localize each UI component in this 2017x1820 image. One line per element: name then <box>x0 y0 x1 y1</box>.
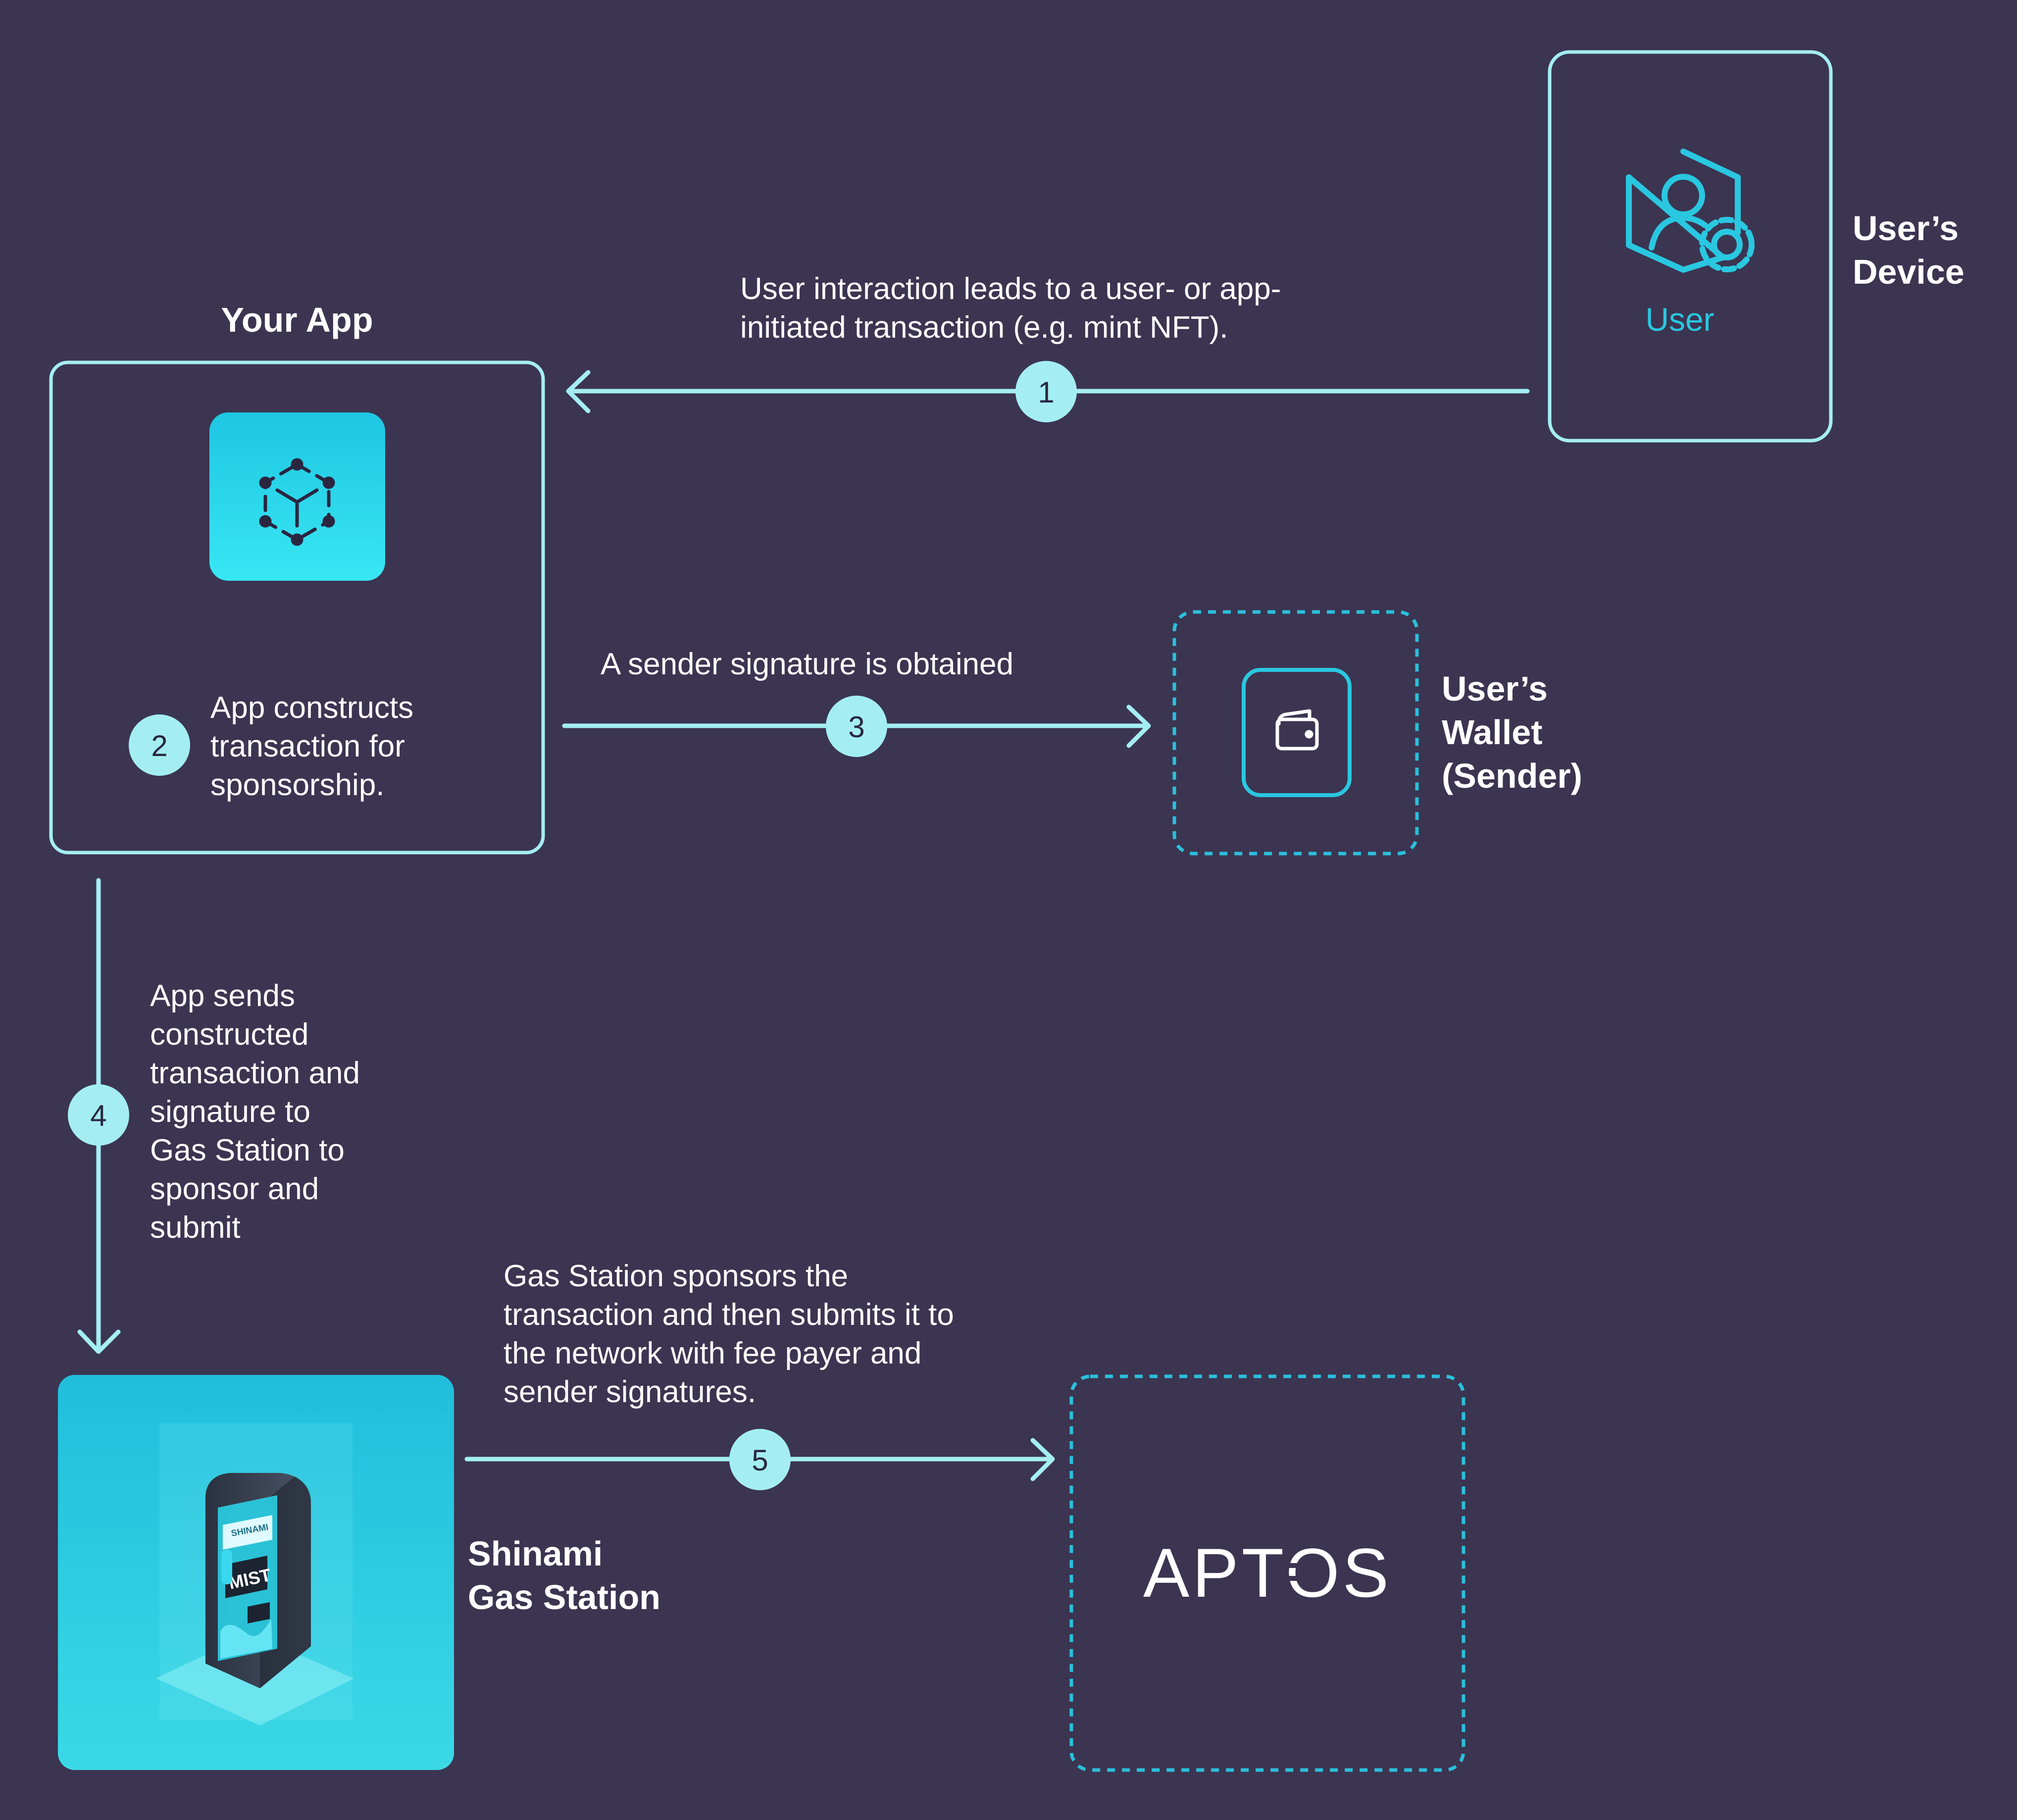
app-box <box>49 360 545 855</box>
step-2-badge: 2 <box>129 714 190 776</box>
step-1-text: User interaction leads to a user- or app… <box>740 272 1290 345</box>
svg-text:3: 3 <box>848 710 864 744</box>
step-3-text: A sender signature is obtained <box>601 647 1013 681</box>
step-4-text: App sends constructed transaction and si… <box>150 979 368 1245</box>
gas-station-title: Shinami Gas Station <box>468 1534 660 1617</box>
device-box <box>1548 50 1833 443</box>
app-icon-tile <box>209 412 385 581</box>
wallet-icon-frame <box>1242 668 1352 797</box>
aptos-logo: APTOS <box>1143 1534 1392 1612</box>
wallet-box <box>1172 610 1419 856</box>
svg-text:4: 4 <box>90 1099 106 1132</box>
wallet-icon <box>1275 709 1319 751</box>
app-title: Your App <box>221 301 373 339</box>
cube-network-icon <box>259 458 335 546</box>
svg-text:1: 1 <box>1038 376 1054 409</box>
user-gear-icon <box>1626 149 1755 273</box>
aptos-logo-text: APTOS <box>1143 1534 1392 1612</box>
step-1-badge: 1 <box>1015 361 1077 422</box>
svg-text:2: 2 <box>151 729 167 762</box>
user-label: User <box>1645 301 1714 338</box>
step-5-badge: 5 <box>729 1429 791 1490</box>
device-title: User’s Device <box>1853 209 1968 291</box>
wallet-title: User’s Wallet (Sender) <box>1442 669 1582 795</box>
step-2-text: App constructs transaction for sponsorsh… <box>210 691 422 802</box>
step-3-badge: 3 <box>826 696 887 757</box>
svg-text:5: 5 <box>752 1444 768 1477</box>
step-4-badge: 4 <box>68 1084 129 1146</box>
step-5-text: Gas Station sponsors the transaction and… <box>504 1259 962 1409</box>
gas-pump-illustration: SHINAMI MIST <box>156 1423 354 1725</box>
